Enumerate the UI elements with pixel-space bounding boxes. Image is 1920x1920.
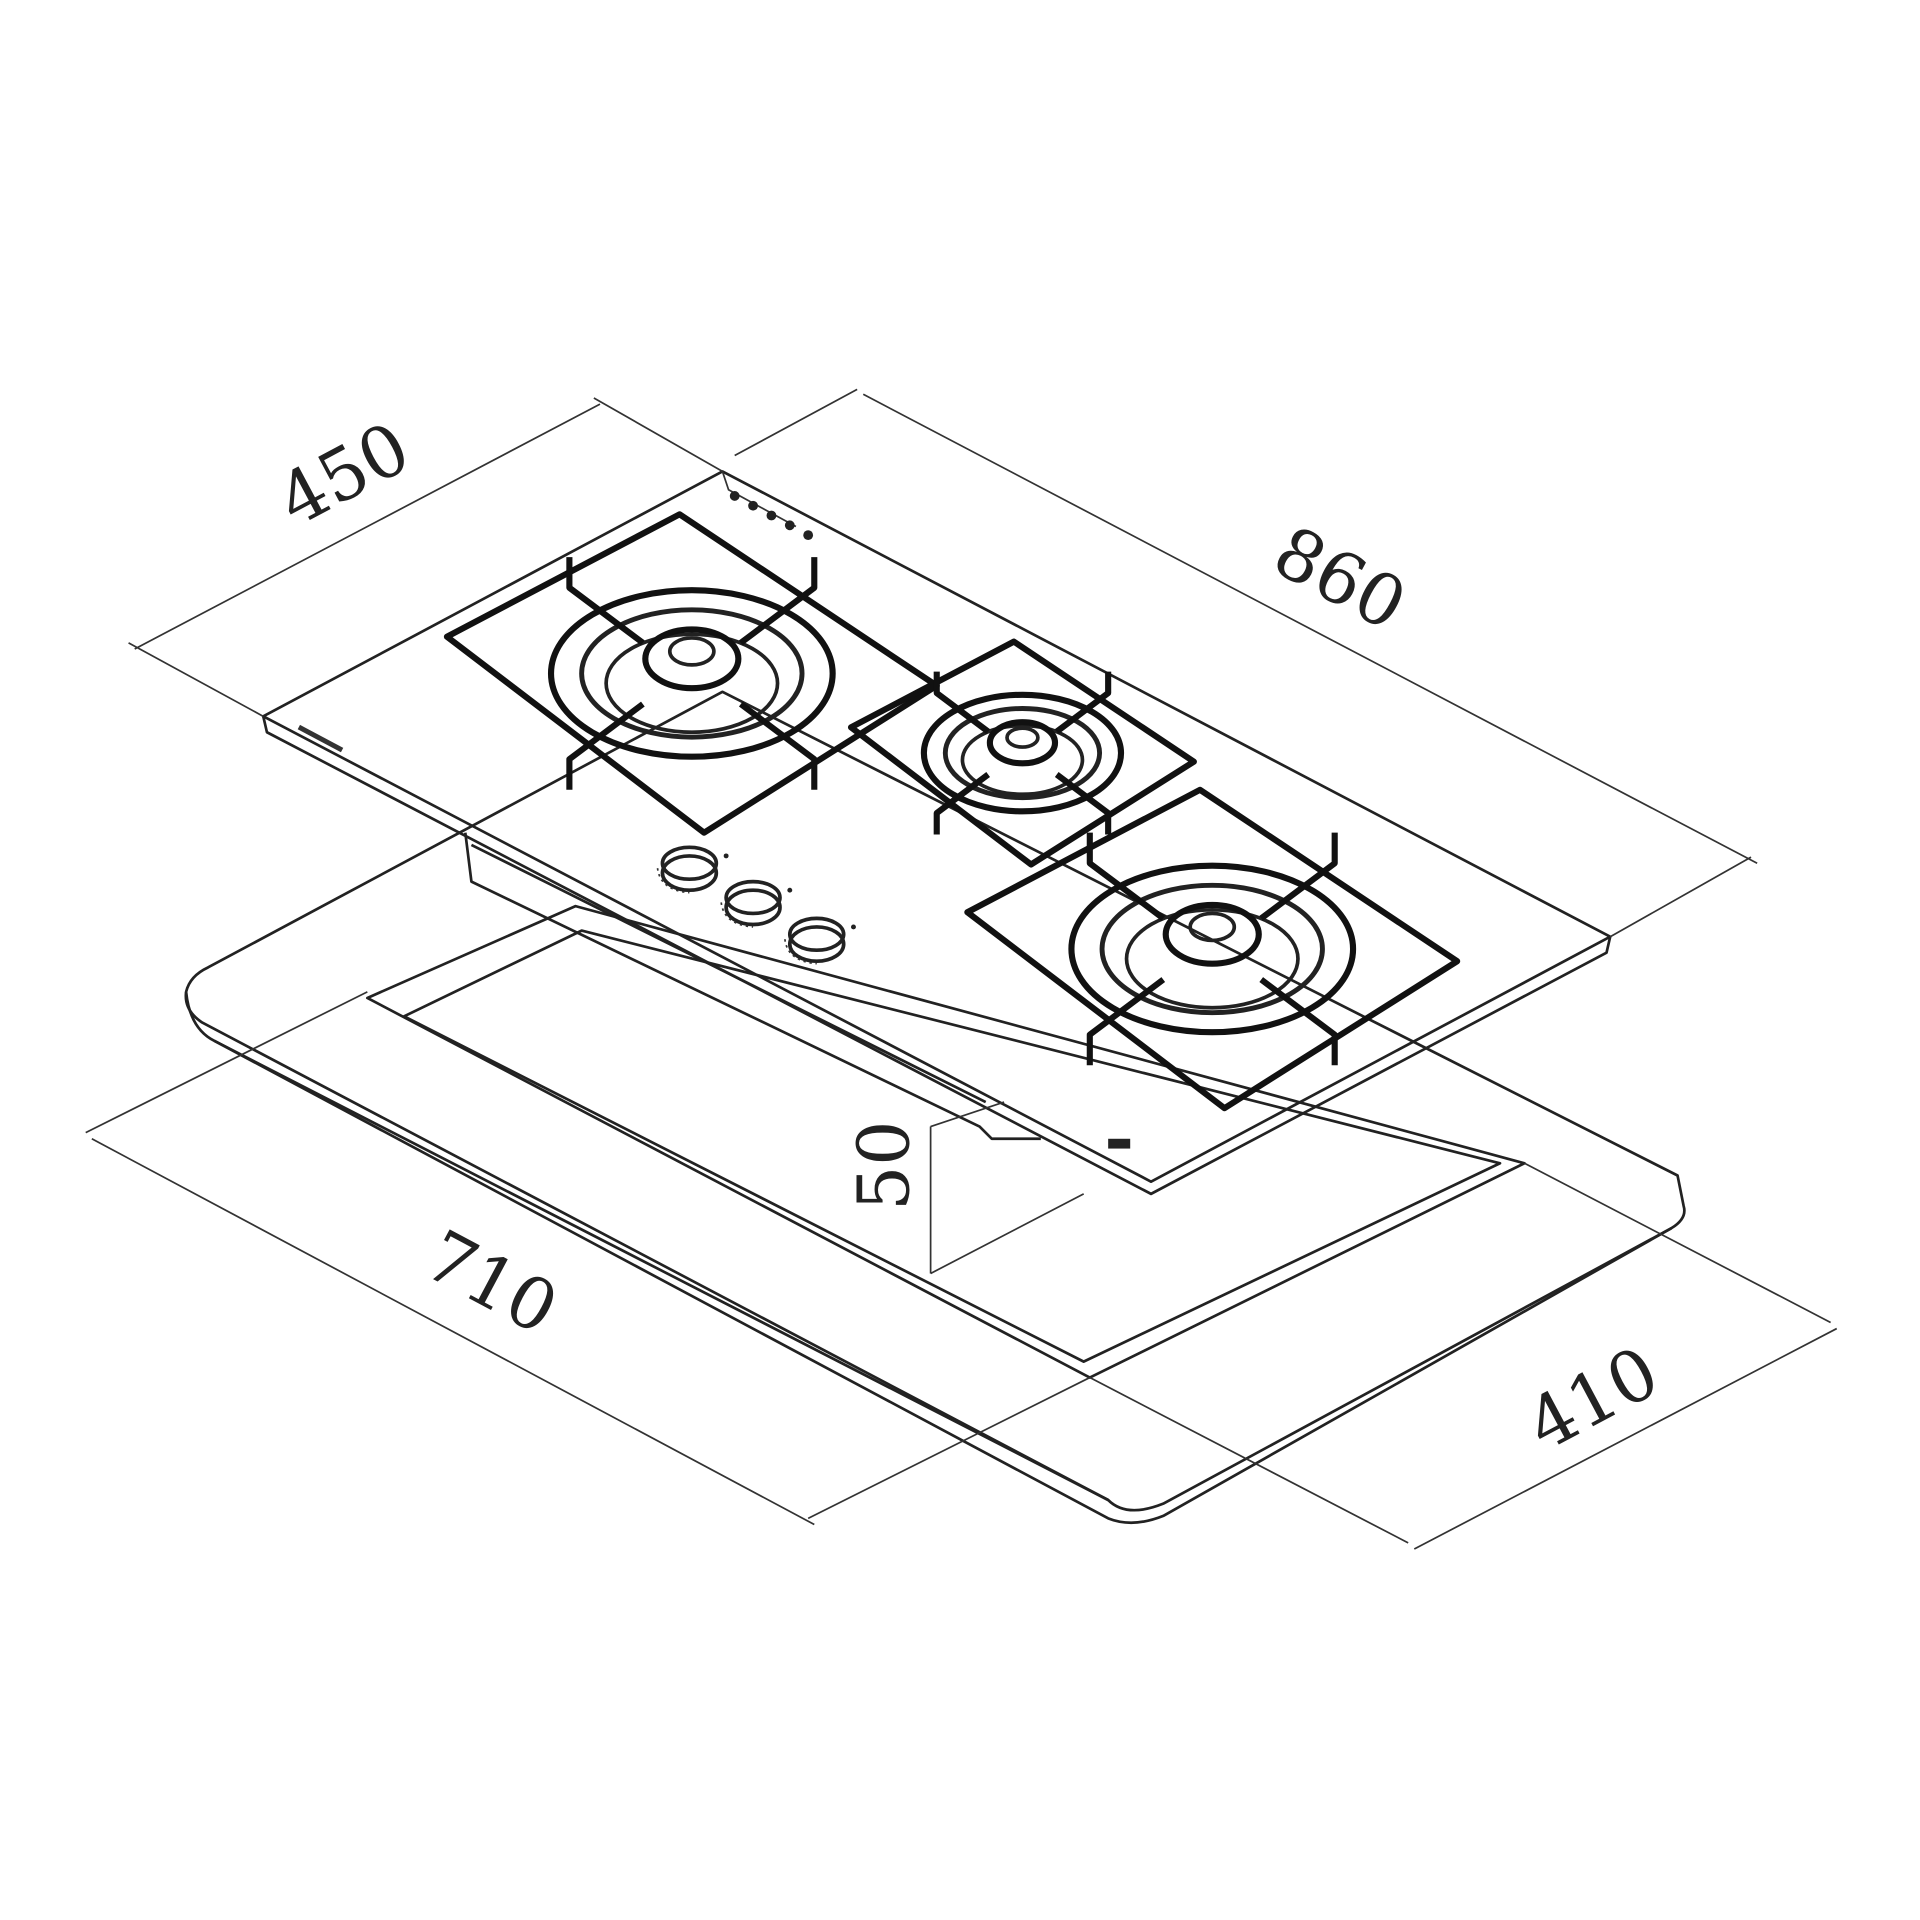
control-knobs	[656, 845, 856, 965]
pan-support-icon	[964, 786, 1461, 1112]
dimension-hob-width: 860	[1261, 510, 1420, 647]
burner-3	[964, 786, 1461, 1112]
burner-ring-icon	[1068, 862, 1357, 1036]
dimension-hob-depth: 450	[264, 406, 423, 543]
knob-3[interactable]	[784, 916, 856, 965]
indicator-lights	[729, 491, 814, 540]
burner-ring-icon	[547, 587, 836, 760]
brand-logo	[297, 724, 344, 753]
burner-2	[847, 638, 1197, 868]
dimension-cutout-width: 710	[412, 1214, 571, 1351]
pan-support-icon	[847, 638, 1197, 868]
pan-support-icon	[443, 511, 940, 836]
hob-glass-top	[261, 470, 1612, 1196]
dimension-cutout-depth: 410	[1513, 1330, 1672, 1467]
countertop	[184, 690, 1686, 1524]
knob-1[interactable]	[656, 845, 729, 894]
burner-1	[443, 511, 940, 836]
badge-mark	[1108, 1138, 1131, 1149]
burner-ring-icon	[920, 691, 1125, 815]
knob-2[interactable]	[720, 879, 793, 928]
dimension-built-in-height: 50	[843, 1121, 926, 1211]
dimension-lines	[85, 388, 1838, 1550]
burners	[443, 511, 1461, 1112]
